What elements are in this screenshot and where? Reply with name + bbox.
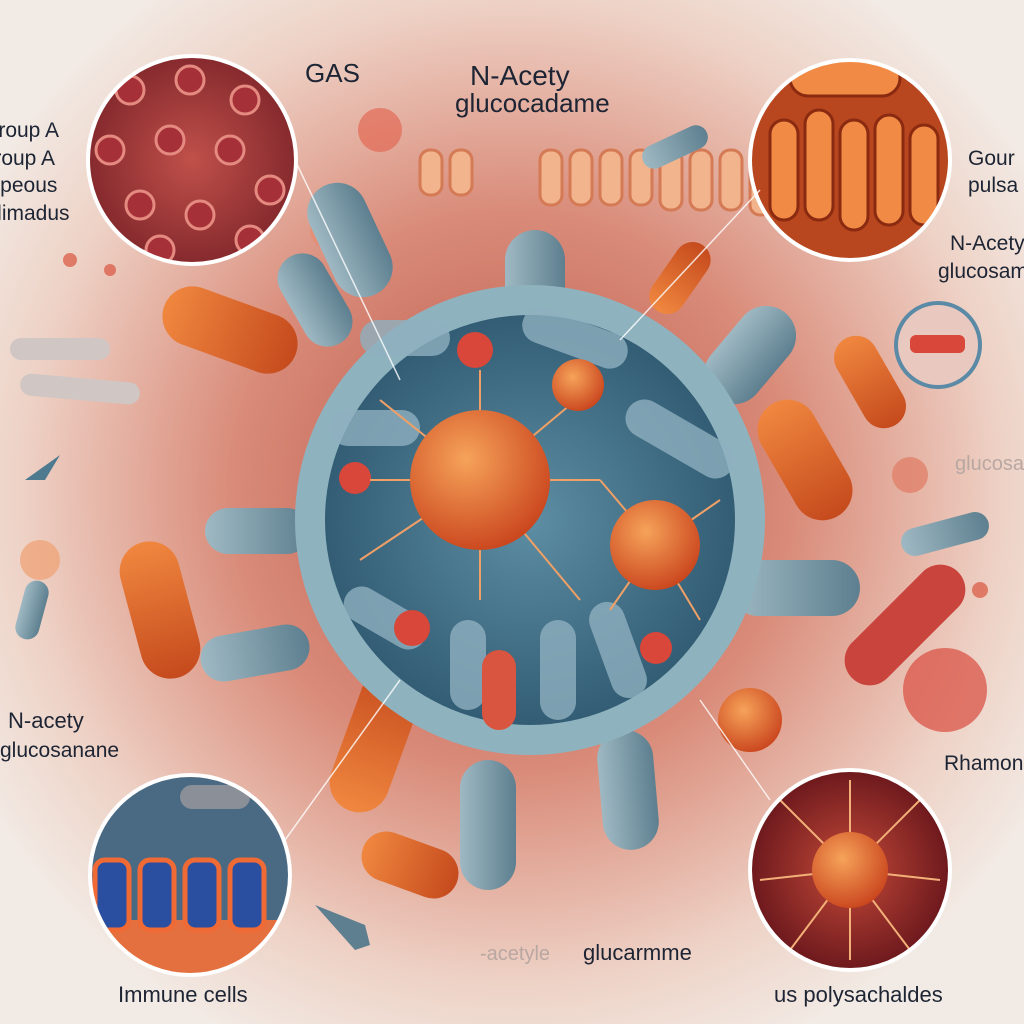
label-right-mid-1: N-Acety — [950, 232, 1024, 255]
label-left-top-2: Group A — [0, 147, 55, 170]
inset-gas-tissue — [86, 54, 298, 266]
label-immune-cells: Immune cells — [118, 982, 248, 1007]
label-top-line1: N-Acety — [470, 60, 570, 91]
bacteria-rods — [10, 125, 989, 950]
label-left-top-3: Typeous — [0, 174, 57, 197]
label-top-line2: glucocadame — [455, 88, 610, 118]
label-polysaccharides: us polysachaldes — [774, 982, 943, 1007]
label-left-top-1: Group A — [0, 119, 59, 142]
label-gas: GAS — [305, 58, 360, 88]
label-right-top-1: Gour — [968, 147, 1015, 170]
inset-polysaccharides — [748, 768, 952, 972]
label-bottom-center: glucarmme — [583, 940, 692, 965]
label-right-mid-2: glucosamine — [938, 260, 1024, 283]
epithelial-band — [418, 148, 774, 217]
label-left-bottom-2: glucosanane — [0, 739, 119, 762]
label-left-bottom-1: N-acety — [8, 708, 84, 733]
label-right-bottom: Rhamons — [944, 752, 1024, 775]
central-cell — [200, 182, 860, 890]
inset-cell-wall — [748, 58, 952, 262]
pointer-lines — [284, 159, 771, 841]
label-right-top-2: pulsa — [968, 174, 1019, 197]
inset-small-ring — [894, 301, 982, 389]
label-bottom-faint: -acetyle — [480, 943, 550, 965]
label-left-top-4: Climadus — [0, 202, 70, 225]
label-right-faint: glucosa — [955, 453, 1024, 475]
